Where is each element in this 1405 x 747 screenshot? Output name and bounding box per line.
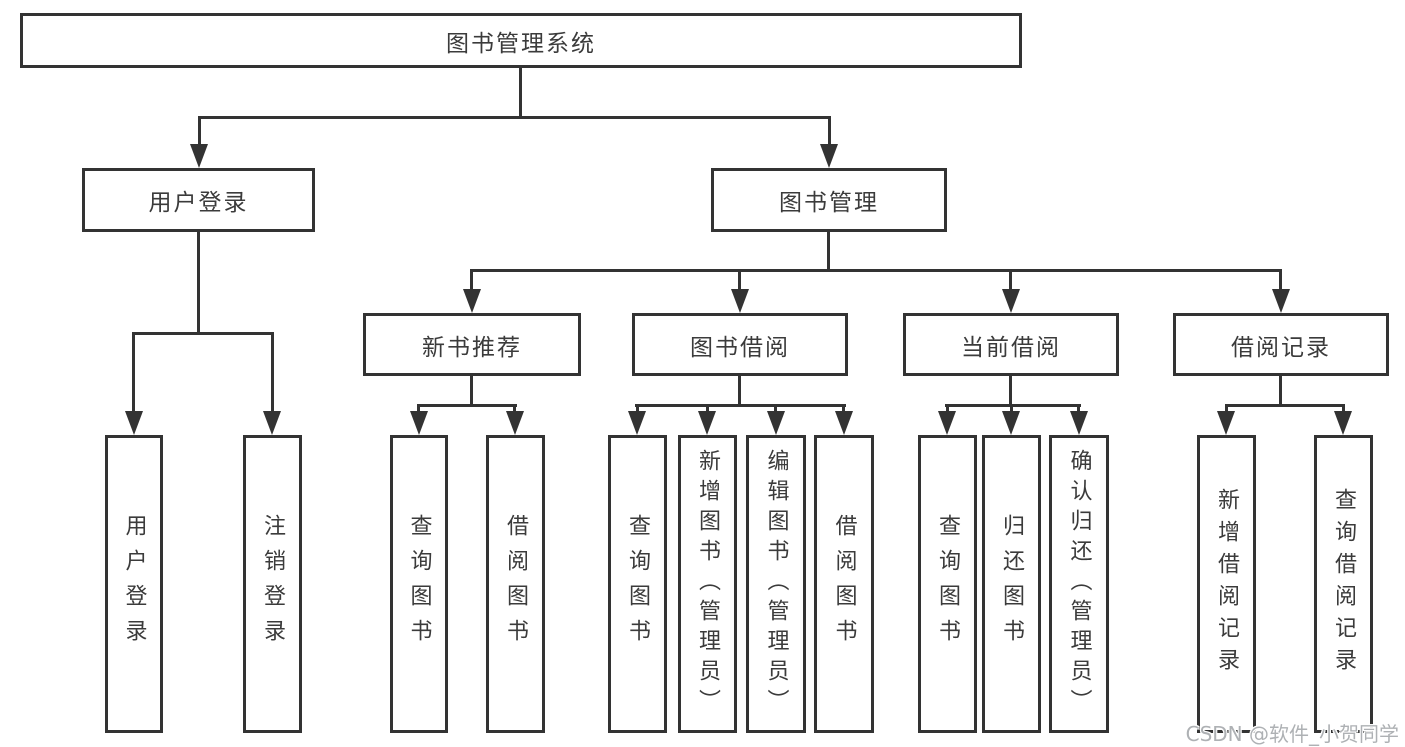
connector-line	[198, 116, 201, 146]
arrowhead-down-icon	[263, 411, 281, 435]
leaf-logout-login: 注销登录	[243, 435, 302, 733]
node-root: 图书管理系统	[20, 13, 1022, 68]
arrowhead-down-icon	[1217, 411, 1235, 435]
node-borrowing-records: 借阅记录	[1173, 313, 1389, 376]
node-user-login: 用户登录	[82, 168, 315, 232]
connector-line	[198, 116, 831, 119]
connector-line	[636, 404, 639, 416]
connector-line	[774, 404, 777, 416]
arrowhead-down-icon	[1070, 411, 1088, 435]
arrowhead-down-icon	[1002, 411, 1020, 435]
connector-line	[1009, 269, 1012, 293]
connector-line	[946, 404, 949, 416]
node-book-management-label: 图书管理	[779, 190, 879, 216]
node-current-borrowing: 当前借阅	[903, 313, 1119, 376]
connector-line	[827, 230, 830, 272]
leaf-query-books-current-label: 查询图书	[935, 514, 961, 654]
arrowhead-down-icon	[506, 411, 524, 435]
leaf-borrow-books-newbooks-label: 借阅图书	[503, 514, 529, 654]
leaf-user-login: 用户登录	[105, 435, 163, 733]
node-current-borrowing-label: 当前借阅	[961, 334, 1061, 361]
arrowhead-down-icon	[835, 411, 853, 435]
connector-line	[738, 374, 741, 407]
connector-line	[470, 374, 473, 407]
leaf-query-books-borrowing-label: 查询图书	[625, 514, 651, 654]
leaf-query-books-newbooks: 查询图书	[390, 435, 448, 733]
arrowhead-down-icon	[410, 411, 428, 435]
leaf-confirm-return-admin: 确认归还（管理员）	[1049, 435, 1109, 733]
leaf-logout-login-label: 注销登录	[260, 514, 286, 654]
connector-line	[1077, 404, 1080, 416]
leaf-query-books-current: 查询图书	[918, 435, 977, 733]
leaf-return-books-label: 归还图书	[999, 514, 1025, 654]
arrowhead-down-icon	[938, 411, 956, 435]
connector-line	[842, 404, 845, 416]
connector-line	[271, 332, 274, 413]
arrowhead-down-icon	[628, 411, 646, 435]
connector-line	[1279, 269, 1282, 293]
leaf-borrow-books-newbooks: 借阅图书	[486, 435, 545, 733]
node-new-book-recommendation-label: 新书推荐	[422, 334, 522, 361]
leaf-query-books-borrowing: 查询图书	[608, 435, 667, 733]
arrowhead-down-icon	[767, 411, 785, 435]
leaf-query-borrow-record-label: 查询借阅记录	[1331, 488, 1357, 680]
connector-line	[945, 404, 1081, 407]
connector-line	[417, 404, 517, 407]
leaf-add-borrow-record-label: 新增借阅记录	[1214, 488, 1240, 680]
connector-line	[1225, 404, 1345, 407]
leaf-edit-books-admin-label: 编辑图书（管理员）	[763, 449, 789, 719]
connector-line	[635, 404, 846, 407]
connector-line	[519, 67, 522, 119]
connector-line	[470, 269, 473, 293]
arrowhead-down-icon	[1002, 289, 1020, 313]
node-book-borrowing-label: 图书借阅	[690, 334, 790, 361]
leaf-user-login-label: 用户登录	[121, 514, 147, 654]
arrowhead-down-icon	[1334, 411, 1352, 435]
node-root-label: 图书管理系统	[446, 30, 596, 57]
arrowhead-down-icon	[125, 411, 143, 435]
arrowhead-down-icon	[463, 289, 481, 313]
connector-line	[1010, 404, 1013, 416]
connector-line	[417, 404, 420, 416]
arrowhead-down-icon	[731, 289, 749, 313]
connector-line	[738, 269, 741, 293]
arrowhead-down-icon	[190, 144, 208, 168]
leaf-add-books-admin: 新增图书（管理员）	[678, 435, 737, 733]
connector-line	[706, 404, 709, 416]
leaf-query-books-newbooks-label: 查询图书	[406, 514, 432, 654]
connector-line	[132, 332, 273, 335]
node-book-borrowing: 图书借阅	[632, 313, 848, 376]
connector-line	[513, 404, 516, 416]
node-borrowing-records-label: 借阅记录	[1231, 334, 1331, 361]
leaf-borrow-books-borrowing-label: 借阅图书	[831, 514, 857, 654]
node-book-management: 图书管理	[711, 168, 947, 232]
arrowhead-down-icon	[820, 144, 838, 168]
arrowhead-down-icon	[698, 411, 716, 435]
connector-line	[828, 116, 831, 146]
leaf-confirm-return-admin-label: 确认归还（管理员）	[1066, 449, 1092, 719]
node-user-login-label: 用户登录	[148, 190, 249, 216]
leaf-edit-books-admin: 编辑图书（管理员）	[746, 435, 806, 733]
connector-line	[1225, 404, 1228, 416]
connector-line	[470, 269, 1282, 272]
leaf-return-books: 归还图书	[982, 435, 1041, 733]
leaf-query-borrow-record: 查询借阅记录	[1314, 435, 1373, 733]
connector-line	[1009, 374, 1012, 407]
leaf-add-borrow-record: 新增借阅记录	[1197, 435, 1256, 733]
connector-line	[197, 230, 200, 334]
watermark: CSDN @软件_小贺同学	[1185, 722, 1399, 746]
leaf-borrow-books-borrowing: 借阅图书	[814, 435, 874, 733]
connector-line	[132, 332, 135, 413]
arrowhead-down-icon	[1272, 289, 1290, 313]
node-new-book-recommendation: 新书推荐	[363, 313, 581, 376]
leaf-add-books-admin-label: 新增图书（管理员）	[695, 449, 721, 719]
connector-line	[1279, 374, 1282, 407]
connector-line	[1342, 404, 1345, 416]
